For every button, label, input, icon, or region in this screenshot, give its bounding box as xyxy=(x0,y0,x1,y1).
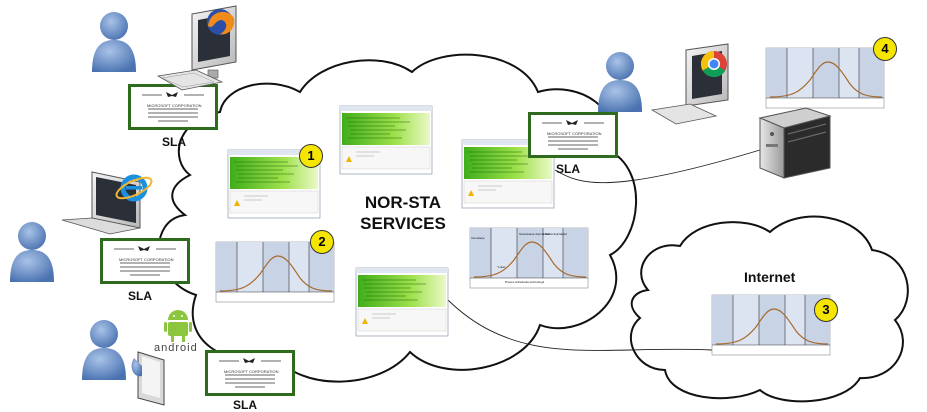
sla-label-tablet: SLA xyxy=(233,398,257,412)
adoption-chart-4 xyxy=(765,47,885,109)
certificate-org-text: MICROSOFT CORPORATION xyxy=(224,369,279,374)
person-icon-bottom-left xyxy=(82,320,126,380)
sla-label-laptop: SLA xyxy=(128,289,152,303)
badge-3: 3 xyxy=(814,298,838,322)
desktop-computer-icon xyxy=(156,5,237,91)
sla-label-cloud: SLA xyxy=(556,162,580,176)
chart-footer-label: Proces wdrażania technologii xyxy=(505,280,545,284)
firefox-icon xyxy=(207,9,235,35)
person-icon-right xyxy=(598,52,642,112)
cloud-title-line1: NOR-STA xyxy=(364,193,442,212)
android-label: android xyxy=(154,342,198,354)
app-screenshot-top xyxy=(339,105,433,175)
server-icon xyxy=(758,107,832,179)
adoption-chart-cloud xyxy=(469,227,589,289)
chart-column-label: Stosowanie dojrzałości xyxy=(519,232,550,236)
internet-explorer-icon xyxy=(115,174,153,202)
cloud-title: NOR-STA SERVICES xyxy=(343,192,463,234)
internet-label: Internet xyxy=(744,269,796,285)
certificate-org-text: MICROSOFT CORPORATION xyxy=(119,257,174,262)
connection-line-server xyxy=(554,149,761,184)
badge-4: 4 xyxy=(873,37,897,61)
person-icon-top-left xyxy=(92,12,136,72)
chart-peak-label: "Luka" xyxy=(497,265,506,269)
chart-column-label: Pełna dojrzałość xyxy=(545,232,568,236)
badge-2: 2 xyxy=(310,230,334,254)
badge-1: 1 xyxy=(299,144,323,168)
adoption-chart-3 xyxy=(711,294,831,356)
connection-line-internet xyxy=(447,299,713,351)
android-robot-icon xyxy=(164,310,192,342)
app-screenshot-bottom xyxy=(355,267,449,337)
sla-label-top-left: SLA xyxy=(162,135,186,149)
cloud-title-line2: SERVICES xyxy=(360,214,446,233)
chrome-icon xyxy=(700,50,727,78)
certificate-org-text: MICROSOFT CORPORATION xyxy=(547,131,602,136)
chart-column-label: Innowacje xyxy=(471,236,485,240)
tablet-icon xyxy=(131,351,165,406)
certificate-org-text: MICROSOFT CORPORATION xyxy=(147,103,202,108)
person-icon-middle-left xyxy=(10,222,54,282)
